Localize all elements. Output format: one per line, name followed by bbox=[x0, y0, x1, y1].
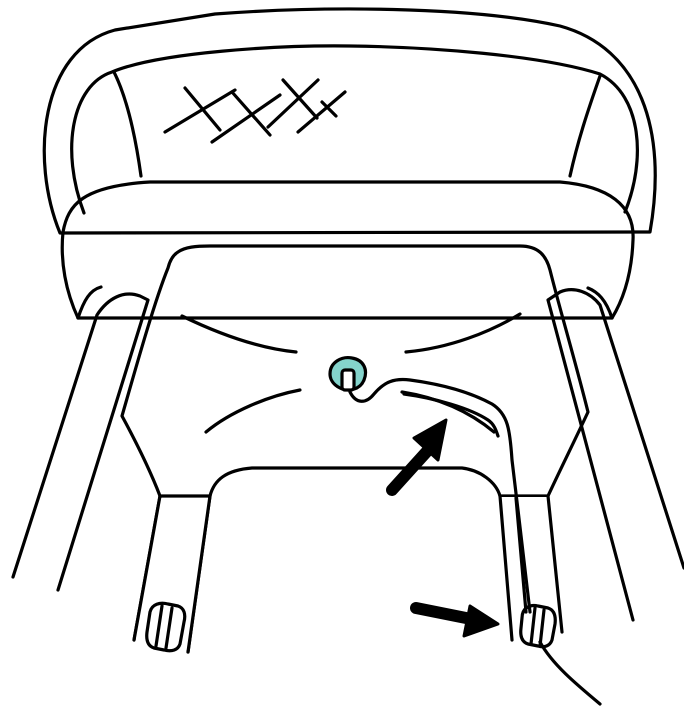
backrest-frame bbox=[44, 9, 655, 233]
left-leg-outer bbox=[13, 294, 148, 590]
seat-body bbox=[62, 182, 633, 318]
backrest-inner bbox=[72, 46, 638, 213]
arrow-icon bbox=[416, 606, 498, 636]
cable-tail bbox=[540, 642, 600, 704]
arrow-icon bbox=[392, 420, 446, 490]
connector-icon bbox=[330, 358, 366, 390]
backrest-panel bbox=[114, 72, 600, 176]
stitch-marks bbox=[165, 80, 345, 142]
